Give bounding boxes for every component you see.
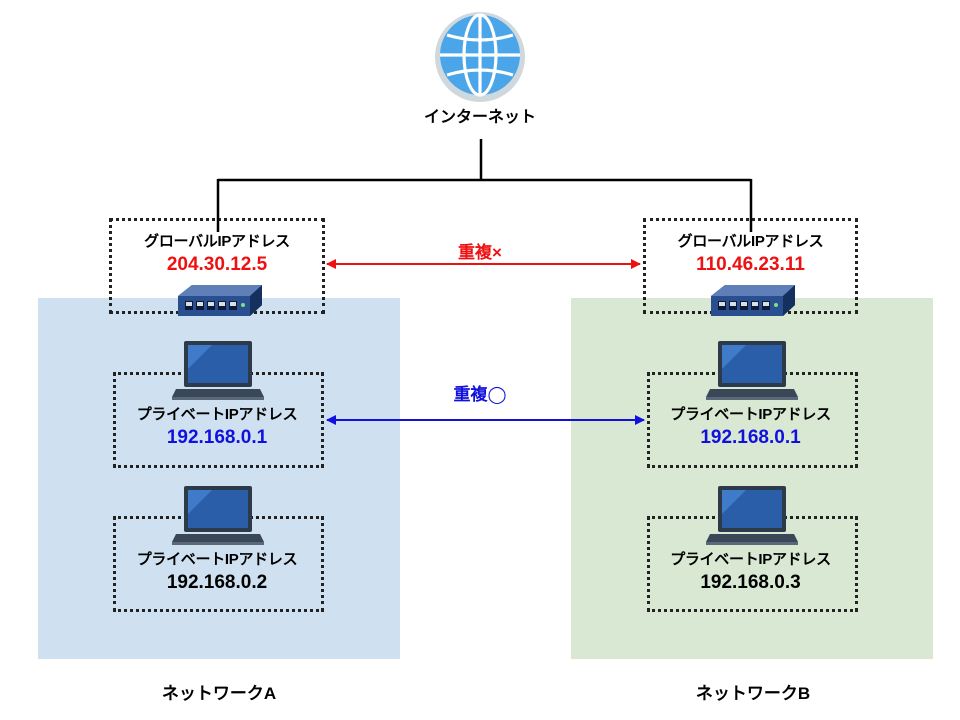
network-b-host1-label: プライベートIPアドレス xyxy=(670,406,831,423)
network-a-host1-label: プライベートIPアドレス xyxy=(136,406,298,423)
global-ip-duplicate-label: 重複× xyxy=(458,243,502,262)
network-a-global-ip-label: グローバルIPアドレス xyxy=(144,233,290,250)
network-b-global-ip-value: 110.46.23.11 xyxy=(696,254,805,275)
network-a-name: ネットワークA xyxy=(161,684,277,703)
internet-label: インターネット xyxy=(423,109,536,126)
network-a-global-ip-value: 204.30.12.5 xyxy=(166,254,268,275)
router-icon xyxy=(711,285,795,316)
laptop-icon xyxy=(172,486,264,545)
network-b-global-ip-label: グローバルIPアドレス xyxy=(677,233,824,250)
network-b-host1-ip: 192.168.0.1 xyxy=(700,427,801,448)
network-a-host1-ip: 192.168.0.1 xyxy=(166,427,268,448)
private-ip-duplicate-label: 重複◯ xyxy=(453,385,507,404)
network-a-host2-label: プライベートIPアドレス xyxy=(136,551,298,568)
network-b-host2-ip: 192.168.0.3 xyxy=(700,572,801,593)
network-b-name: ネットワークB xyxy=(695,684,811,703)
globe-icon xyxy=(435,12,525,102)
internet-uplink xyxy=(216,139,753,232)
network-b-host2-label: プライベートIPアドレス xyxy=(670,551,831,568)
router-icon xyxy=(178,285,262,316)
laptop-icon xyxy=(706,341,798,400)
network-a-host2-ip: 192.168.0.2 xyxy=(166,572,268,593)
laptop-icon xyxy=(706,486,798,545)
laptop-icon xyxy=(172,341,264,400)
